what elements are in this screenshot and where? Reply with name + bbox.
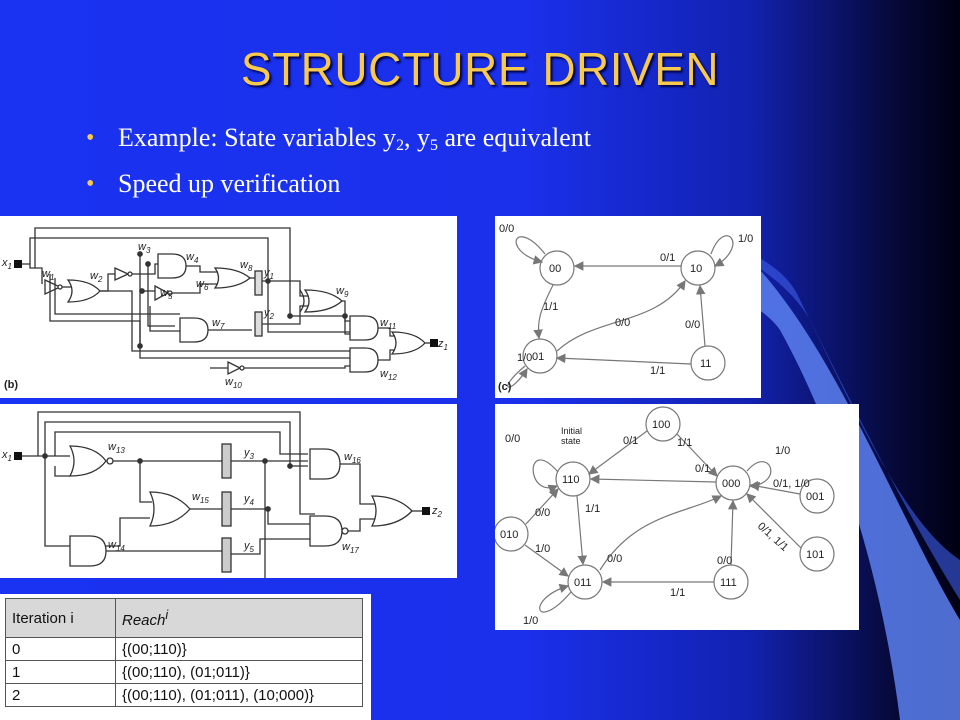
svg-text:w9: w9 bbox=[336, 285, 349, 299]
svg-text:11: 11 bbox=[700, 358, 711, 370]
svg-text:0/0: 0/0 bbox=[615, 317, 630, 329]
table-cell-iteration: 1 bbox=[5, 660, 116, 684]
svg-text:1/0: 1/0 bbox=[535, 543, 550, 555]
table-cell-iteration: 2 bbox=[5, 683, 116, 707]
svg-text:0/0: 0/0 bbox=[499, 223, 514, 235]
svg-text:y2: y2 bbox=[263, 307, 275, 321]
svg-text:w16: w16 bbox=[344, 451, 361, 465]
svg-text:z1: z1 bbox=[437, 338, 448, 352]
svg-text:0/0: 0/0 bbox=[685, 319, 700, 331]
stg-c-diagram: 00 10 01 11 0/0 1/0 0/1 1/1 0/0 0/0 1/0 … bbox=[498, 223, 753, 393]
svg-text:z2: z2 bbox=[431, 505, 443, 519]
table-cell-reach: {(00;110)} bbox=[115, 637, 363, 661]
svg-text:1/1: 1/1 bbox=[543, 301, 558, 313]
stg-2-diagram: 100 110 000 001 010 101 011 111 Initial … bbox=[495, 406, 835, 627]
svg-text:y5: y5 bbox=[243, 540, 255, 554]
svg-text:(b): (b) bbox=[4, 379, 18, 391]
circuit-b-panel: x1 z1 w1 w2 w3 w4 w5 w6 w7 w8 w9 w10 w11… bbox=[0, 216, 457, 398]
svg-text:0/0: 0/0 bbox=[535, 507, 550, 519]
svg-text:1/0: 1/0 bbox=[523, 615, 538, 627]
svg-text:w5: w5 bbox=[160, 287, 173, 301]
svg-text:111: 111 bbox=[720, 577, 737, 589]
svg-text:w12: w12 bbox=[380, 368, 397, 382]
svg-text:x1: x1 bbox=[1, 257, 12, 271]
svg-text:1/0: 1/0 bbox=[775, 445, 790, 457]
svg-text:w15: w15 bbox=[192, 491, 209, 505]
svg-text:1/1: 1/1 bbox=[670, 587, 685, 599]
svg-text:state: state bbox=[561, 436, 581, 446]
svg-text:w6: w6 bbox=[196, 278, 209, 292]
svg-text:01: 01 bbox=[532, 351, 544, 363]
table-header-iteration: Iteration i bbox=[5, 598, 116, 638]
svg-text:101: 101 bbox=[806, 549, 824, 561]
svg-text:w1: w1 bbox=[42, 268, 54, 282]
table-header-reach: Reachi bbox=[115, 598, 363, 638]
reach-table: Iteration i Reachi 0 {(00;110)} 1 {(00;1… bbox=[5, 598, 363, 707]
table-row: 2 {(00;110), (01;011), (10;000)} bbox=[5, 683, 363, 707]
svg-text:0/1: 0/1 bbox=[695, 463, 710, 475]
svg-text:w8: w8 bbox=[240, 259, 253, 273]
svg-text:10: 10 bbox=[690, 263, 702, 275]
svg-text:00: 00 bbox=[549, 263, 561, 275]
svg-text:0/1, 1/0: 0/1, 1/0 bbox=[773, 478, 810, 490]
svg-text:000: 000 bbox=[722, 478, 740, 490]
slide-title: STRUCTURE DRIVEN bbox=[240, 43, 720, 95]
svg-text:w4: w4 bbox=[186, 251, 199, 265]
stg-2-panel: 100 110 000 001 010 101 011 111 Initial … bbox=[495, 404, 859, 630]
svg-text:1/1: 1/1 bbox=[585, 503, 600, 515]
svg-text:110: 110 bbox=[562, 474, 580, 486]
bullet-icon: • bbox=[86, 171, 95, 197]
svg-text:100: 100 bbox=[652, 419, 670, 431]
svg-text:0/0: 0/0 bbox=[717, 555, 732, 567]
svg-text:011: 011 bbox=[574, 577, 592, 589]
svg-text:0/1, 1/1: 0/1, 1/1 bbox=[755, 520, 790, 553]
svg-text:y1: y1 bbox=[263, 267, 274, 281]
svg-text:w10: w10 bbox=[225, 376, 242, 390]
svg-text:y3: y3 bbox=[243, 447, 255, 461]
svg-text:w17: w17 bbox=[342, 541, 359, 555]
table-row: 1 {(00;110), (01;011)} bbox=[5, 660, 363, 684]
svg-text:x1: x1 bbox=[1, 449, 12, 463]
svg-text:w14: w14 bbox=[108, 539, 125, 553]
circuit-b-diagram: x1 z1 w1 w2 w3 w4 w5 w6 w7 w8 w9 w10 w11… bbox=[1, 227, 448, 391]
svg-text:(c): (c) bbox=[498, 381, 512, 393]
svg-text:Initial: Initial bbox=[561, 426, 582, 436]
svg-text:1/0: 1/0 bbox=[517, 352, 532, 364]
svg-text:0/1: 0/1 bbox=[660, 252, 675, 264]
svg-text:1/1: 1/1 bbox=[677, 437, 692, 449]
svg-text:1/1: 1/1 bbox=[650, 365, 665, 377]
svg-text:0/0: 0/0 bbox=[607, 553, 622, 565]
svg-text:010: 010 bbox=[500, 529, 518, 541]
bullet-list: • Example: State variables y2, y5 are eq… bbox=[86, 118, 591, 210]
bullet-item-equivalent: • Example: State variables y2, y5 are eq… bbox=[86, 118, 591, 164]
circuit-2-diagram: x1 z2 w13 w14 w15 w16 w17 y3 y4 y5 bbox=[1, 411, 443, 578]
bullet-item-speed: • Speed up verification bbox=[86, 164, 591, 210]
svg-text:w11: w11 bbox=[380, 317, 396, 331]
bullet-icon: • bbox=[86, 125, 95, 151]
svg-text:0/1: 0/1 bbox=[623, 435, 638, 447]
table-cell-iteration: 0 bbox=[5, 637, 116, 661]
table-row: 0 {(00;110)} bbox=[5, 637, 363, 661]
svg-text:w3: w3 bbox=[138, 241, 151, 255]
svg-text:w13: w13 bbox=[108, 441, 125, 455]
svg-text:w2: w2 bbox=[90, 270, 103, 284]
svg-text:0/0: 0/0 bbox=[505, 433, 520, 445]
svg-text:001: 001 bbox=[806, 491, 824, 503]
svg-text:1/0: 1/0 bbox=[738, 233, 753, 245]
svg-text:y4: y4 bbox=[243, 493, 255, 507]
table-cell-reach: {(00;110), (01;011)} bbox=[115, 660, 363, 684]
table-header-row: Iteration i Reachi bbox=[5, 598, 363, 638]
table-cell-reach: {(00;110), (01;011), (10;000)} bbox=[115, 683, 363, 707]
svg-text:w7: w7 bbox=[212, 317, 225, 331]
circuit-2-panel: x1 z2 w13 w14 w15 w16 w17 y3 y4 y5 bbox=[0, 404, 457, 578]
stg-c-panel: 00 10 01 11 0/0 1/0 0/1 1/1 0/0 0/0 1/0 … bbox=[495, 216, 761, 398]
